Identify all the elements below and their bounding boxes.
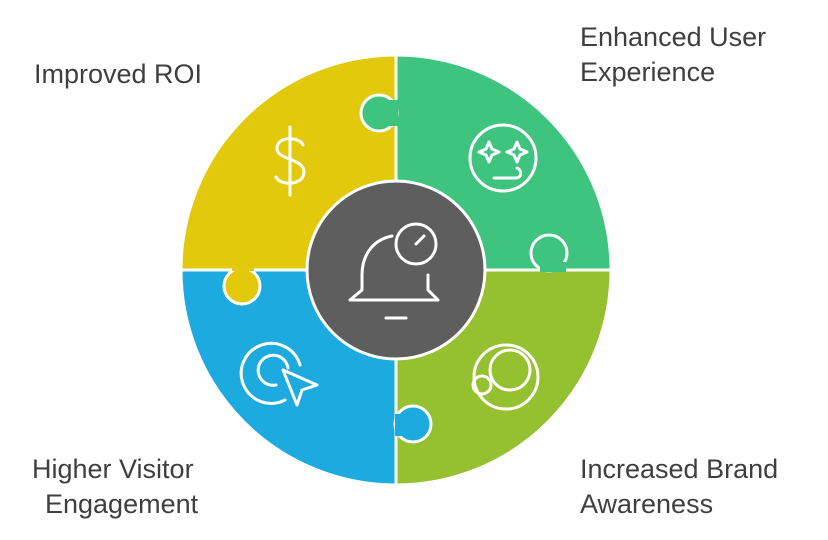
target-cursor-icon [239, 341, 319, 407]
label-experience: Experience [580, 57, 716, 87]
center-circle [305, 179, 487, 361]
star-eyes-face-icon [468, 123, 538, 193]
orbit-circles-icon [471, 343, 540, 411]
label-enhanced-user: Enhanced User [580, 22, 767, 52]
label-awareness: Awareness [580, 489, 714, 519]
dollar-icon [274, 125, 306, 197]
tab-left [222, 266, 262, 306]
label-improved-roi: Improved ROI [34, 59, 203, 89]
bell-clock-icon [348, 222, 440, 320]
label-higher-visitor: Higher Visitor [32, 454, 194, 484]
label-increased-brand: Increased Brand [580, 454, 779, 484]
label-engagement: Engagement [45, 489, 199, 519]
